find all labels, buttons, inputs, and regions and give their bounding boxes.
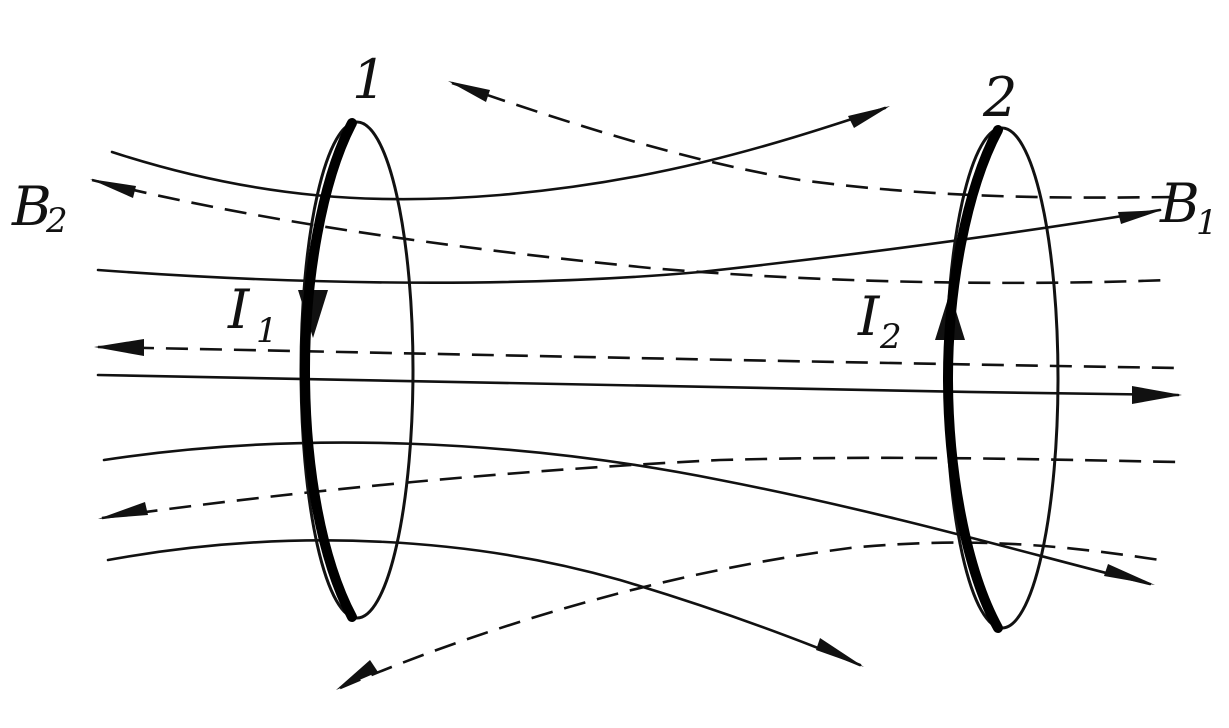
arrow-b1-upper [1118,210,1162,224]
b1-line-lower [102,441,1152,586]
i1-label: I [227,278,251,341]
loop-1 [299,118,415,622]
b2-label: B [11,175,52,238]
i2-label-sub: 2 [879,317,902,357]
loop-1-label: 1 [352,48,386,111]
i1-label-sub: 1 [256,311,278,351]
field-lines-b1 [96,106,1180,667]
arrow-b2-lower [98,502,148,519]
b2-line-lower [101,456,1181,520]
field-lines-b2 [91,81,1181,690]
b1-label-sub: 1 [1196,203,1218,243]
loop-1-front-arc [299,118,357,622]
i2-label: I [857,285,881,348]
loop-1-outline [299,120,415,620]
b2-line-top [451,81,1176,199]
arrow-b2-axis [94,339,144,356]
loop-2 [942,125,1060,633]
arrow-b2-bottom [336,660,378,690]
b1-line-bottom [106,539,862,667]
loop-2-label: 2 [982,66,1017,129]
b2-line-bottom [339,541,1161,690]
arrow-b2-upper [90,179,136,198]
arrow-b1-lower [1104,564,1155,585]
arrow-b1-bottom [816,638,864,667]
b1-label: B [1159,172,1200,235]
b2-line-upper [91,178,1169,285]
b2-label-sub: 2 [45,201,68,241]
b2-line-axis [97,345,1179,370]
b1-line-upper [96,208,1162,284]
arrow-b1-axis [1132,386,1182,404]
arrow-b1-top [848,106,890,128]
b1-line-axis [96,373,1180,397]
loop-2-outline [944,126,1060,630]
labels: 1 2 B 2 B 1 I 1 I 2 [11,48,1218,357]
loop-2-front-arc [942,125,1003,633]
arrow-b2-top [448,81,490,102]
b1-line-top [110,106,887,201]
